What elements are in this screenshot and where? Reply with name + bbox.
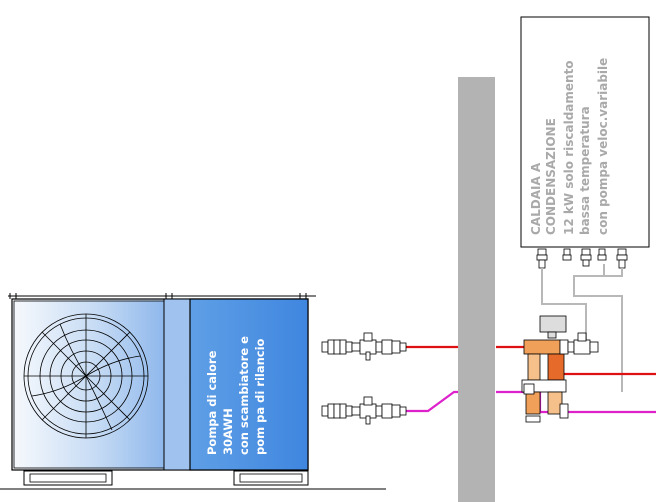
boiler-connectors	[536, 248, 628, 269]
svg-text:pom pa di rilancio: pom pa di rilancio	[253, 338, 267, 455]
svg-text:Pompa di calore: Pompa di calore	[205, 350, 219, 455]
heat-pump-panel	[189, 298, 309, 471]
svg-text:CALDAIA A: CALDAIA A	[529, 162, 543, 235]
heat-pump-label-line-3: con scambiatore e	[237, 336, 251, 455]
boiler-label-line-4: bassa temperatura	[578, 106, 592, 235]
svg-text:bassa temperatura: bassa temperatura	[578, 106, 592, 235]
boiler-label-line-3: 12 kW solo riscaldamento	[562, 60, 576, 235]
boiler-body	[520, 16, 650, 248]
return-pipe-left	[404, 390, 458, 413]
boiler-label-line-2: CONDENSAZIONE	[544, 118, 558, 235]
hydraulic-manifold	[521, 315, 656, 423]
heat-pump-label-line-4: pom pa di rilancio	[253, 338, 267, 455]
svg-text:con scambiatore e: con scambiatore e	[237, 336, 251, 455]
boiler-connector-pipes	[541, 264, 623, 392]
heat-pump-foot-right	[233, 470, 309, 486]
heat-pump-label-line-2: 30AWH	[221, 408, 235, 455]
svg-text:con pompa veloc.variabile: con pompa veloc.variabile	[596, 58, 610, 235]
return-valve-assembly	[321, 396, 407, 425]
boiler-label-line-1: CALDAIA A	[529, 162, 543, 235]
condensing-boiler: CALDAIA A CONDENSAZIONE 12 kW solo risca…	[520, 16, 650, 269]
svg-text:12 kW solo riscaldamento: 12 kW solo riscaldamento	[562, 60, 576, 235]
heat-pump-unit: Pompa di calore 30AWH con scambiatore e …	[0, 293, 386, 490]
fan-icon	[23, 313, 149, 439]
flow-valve-assembly	[321, 332, 407, 361]
heat-pump-foot-left	[23, 470, 113, 486]
heat-pump-label-line-1: Pompa di calore	[205, 350, 219, 455]
wall	[458, 77, 495, 502]
mixing-valve-actuator	[539, 315, 567, 333]
svg-text:CONDENSAZIONE: CONDENSAZIONE	[544, 118, 558, 235]
boiler-label-line-5: con pompa veloc.variabile	[596, 58, 610, 235]
svg-text:30AWH: 30AWH	[221, 408, 235, 455]
